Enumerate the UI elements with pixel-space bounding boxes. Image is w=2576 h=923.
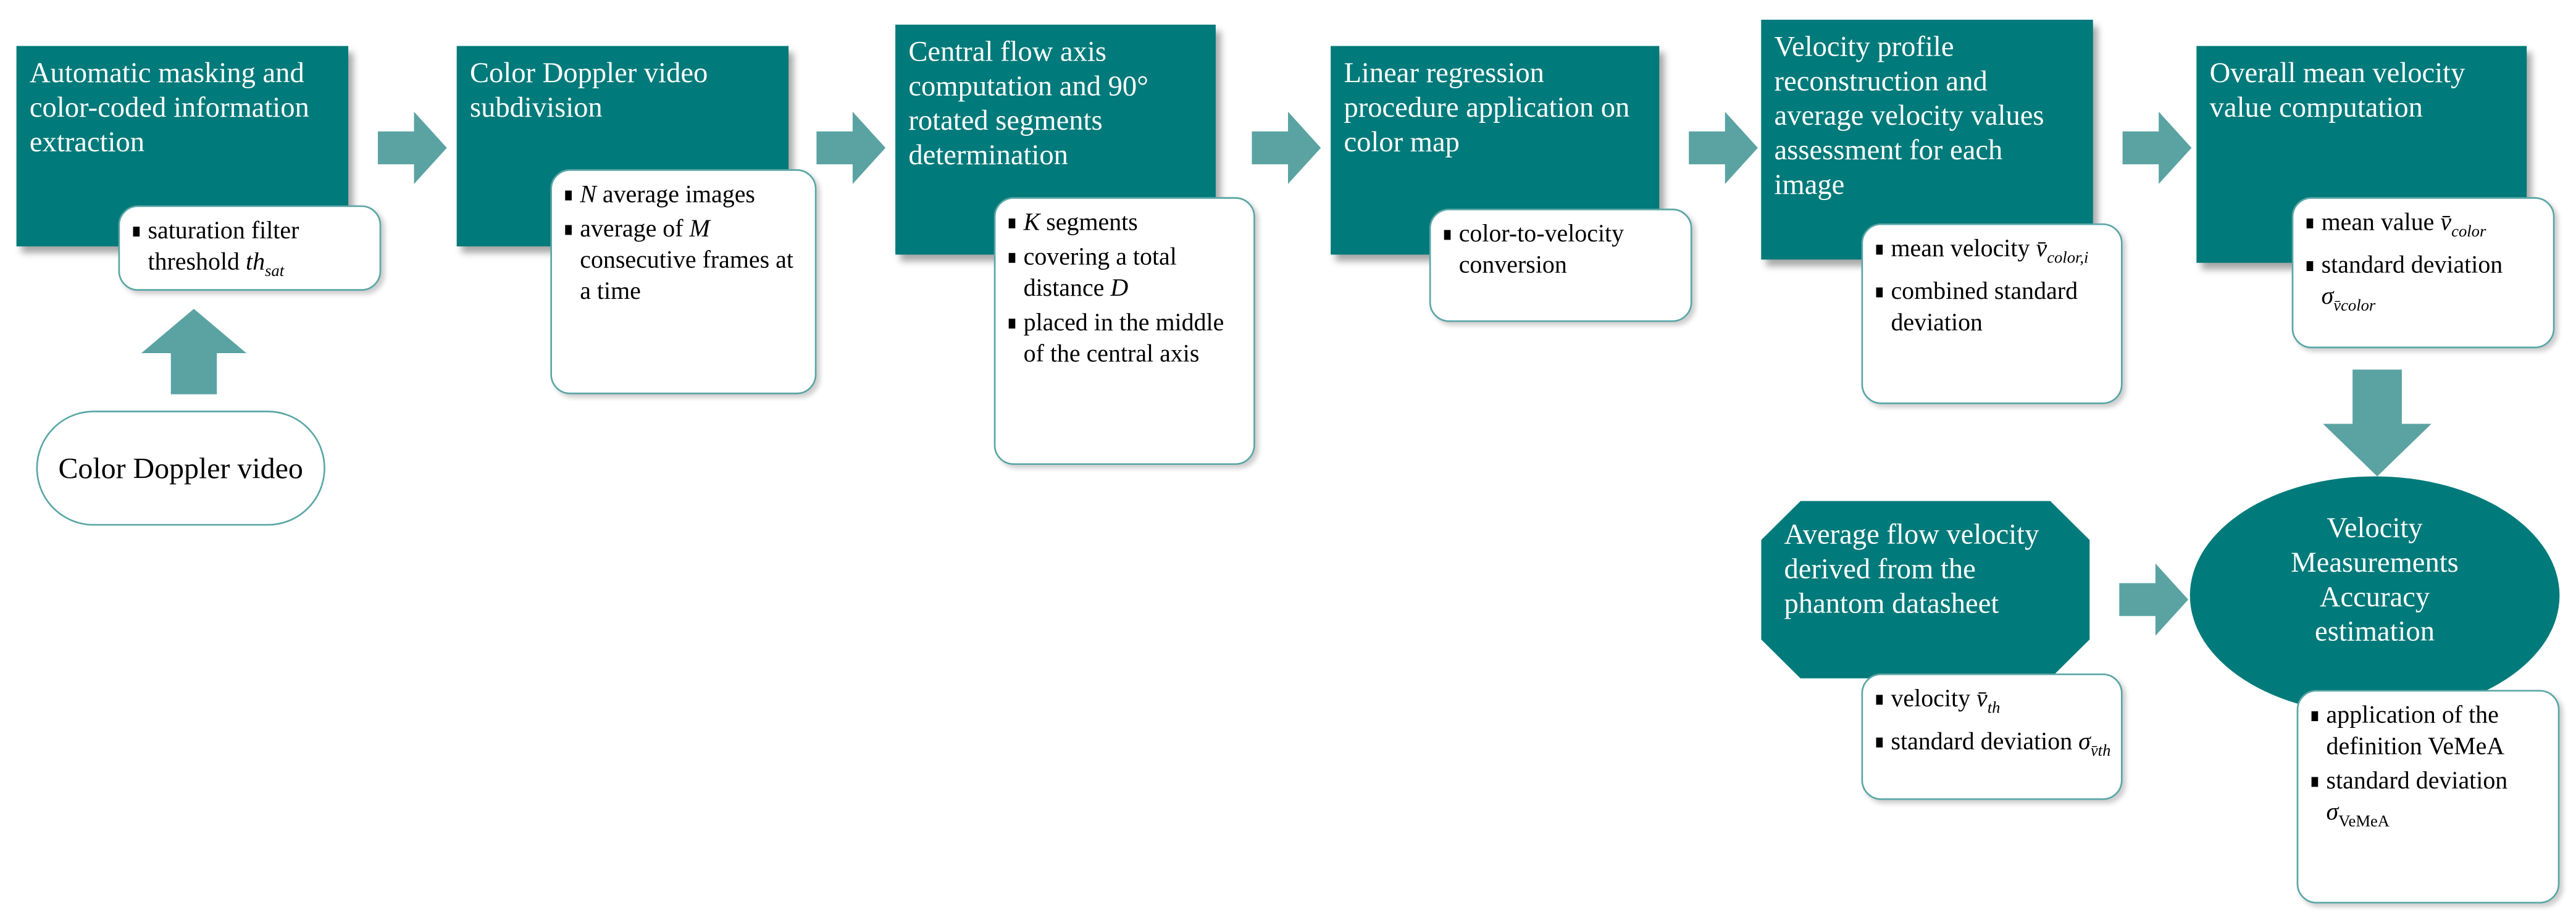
- reference-node: Average flow velocity derived from the p…: [1761, 501, 2090, 679]
- arrow-right-icon: [816, 111, 886, 184]
- step-5-box: Velocity profile reconstruction and aver…: [1761, 19, 2093, 260]
- step-4-details: color-to-velocity conversion: [1429, 208, 1692, 322]
- reference-details: velocity v̄th standard deviation σv̄th: [1861, 673, 2123, 800]
- step-3-title: Central flow axis computation and 90° ro…: [908, 34, 1148, 171]
- step-2-details: N average images average of M consecutiv…: [550, 169, 817, 395]
- list-item: velocity v̄th: [1876, 685, 2111, 725]
- list-item: average of M consecutive frames at a tim…: [565, 215, 805, 309]
- list-item: combined standard deviation: [1876, 278, 2111, 340]
- step-3-details: K segments covering a total distance D p…: [993, 197, 1255, 465]
- arrow-right-icon: [377, 111, 447, 184]
- step-5-details: mean velocity v̄color,i combined standar…: [1861, 223, 2123, 404]
- step-6-title: Overall mean velocity value computation: [2209, 56, 2465, 123]
- list-item: saturation filter threshold thsat: [133, 217, 370, 287]
- list-item: K segments: [1008, 209, 1244, 240]
- arrow-up-icon: [141, 309, 247, 395]
- arrow-down-icon: [2323, 369, 2432, 477]
- arrow-right-icon: [2122, 111, 2192, 184]
- step-6-details: mean value v̄color standard deviation σv…: [2291, 197, 2555, 349]
- list-item: color-to-velocity conversion: [1444, 220, 1681, 283]
- list-item: application of the definition VeMeA: [2311, 701, 2548, 764]
- result-node: Velocity Measurements Accuracy estimatio…: [2189, 476, 2560, 715]
- list-item: covering a total distance D: [1008, 243, 1244, 306]
- step-4-title: Linear regression procedure application …: [1344, 56, 1630, 158]
- list-item: N average images: [565, 181, 805, 212]
- step-1-title: Automatic masking and color-coded inform…: [29, 56, 309, 158]
- arrow-right-icon: [1252, 111, 1321, 184]
- list-item: placed in the middle of the central axis: [1008, 309, 1244, 371]
- list-item: standard deviation σVeMeA: [2311, 767, 2548, 838]
- input-video-node: Color Doppler video: [36, 411, 325, 526]
- step-2-title: Color Doppler video subdivision: [469, 56, 708, 123]
- step-1-details: saturation filter threshold thsat: [118, 205, 382, 291]
- arrow-right-icon: [1689, 111, 1758, 184]
- step-5-title: Velocity profile reconstruction and aver…: [1774, 29, 2044, 201]
- result-details: application of the definition VeMeA stan…: [2296, 690, 2560, 904]
- list-item: standard deviation σv̄th: [1876, 728, 2111, 767]
- arrow-right-icon: [2119, 563, 2189, 636]
- list-item: mean value v̄color: [2306, 209, 2543, 248]
- list-item: mean velocity v̄color,i: [1876, 235, 2111, 274]
- list-item: standard deviation σv̄color: [2306, 251, 2543, 322]
